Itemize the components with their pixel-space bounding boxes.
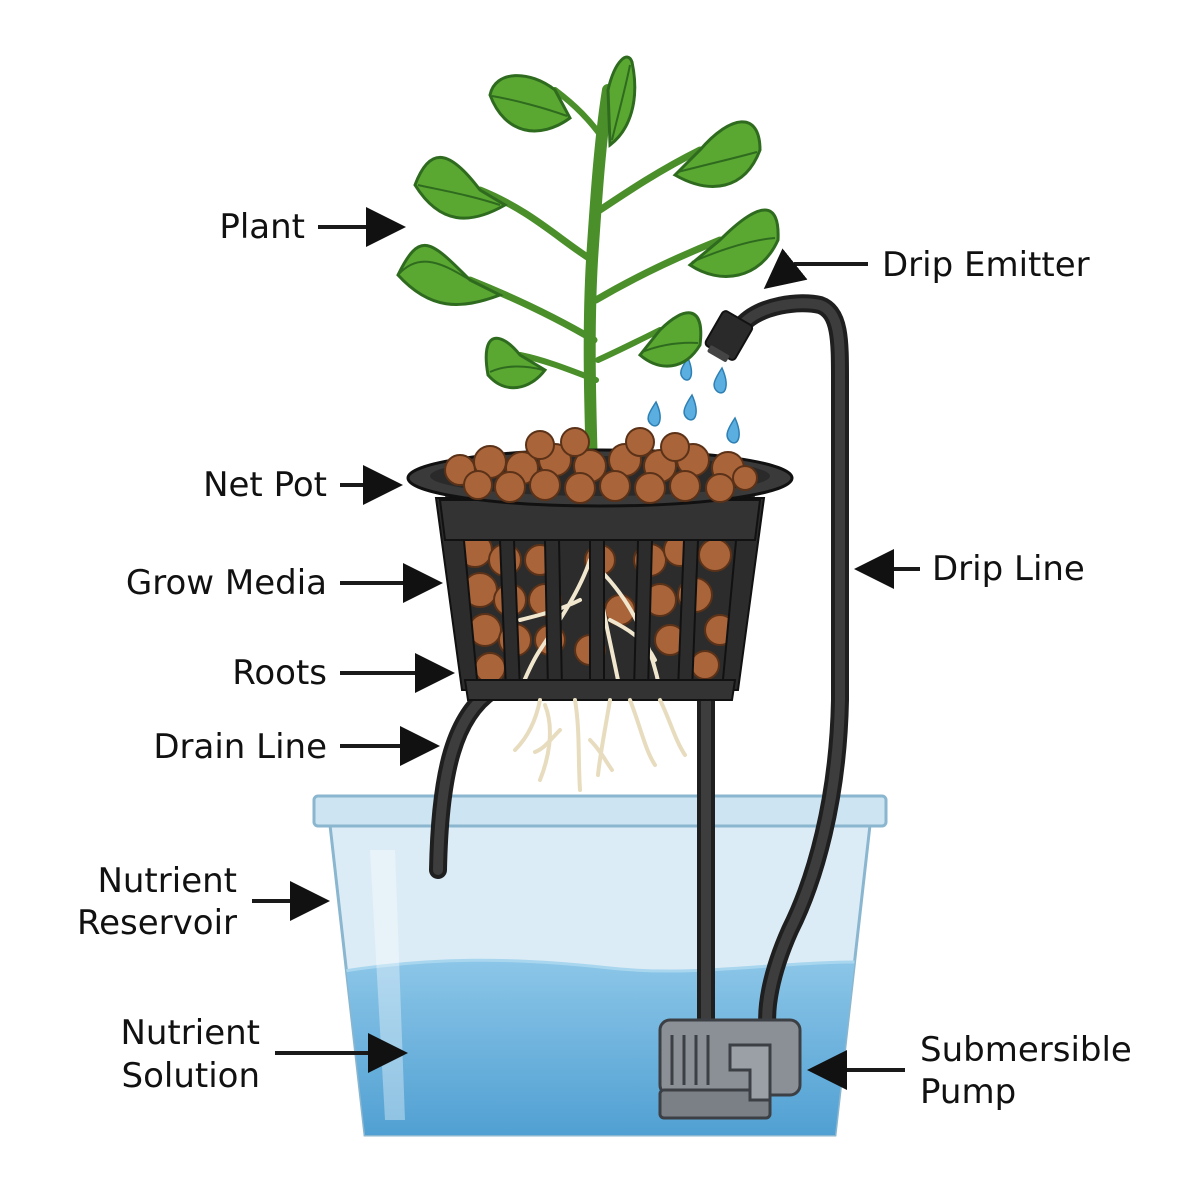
drip-emitter [704,310,754,362]
label-nutrient-reservoir-line2: Reservoir [77,903,237,943]
label-roots: Roots [232,653,455,693]
label-net-pot-text: Net Pot [203,465,327,505]
label-nutrient-solution-line1: Nutrient [120,1013,260,1053]
labels: Plant Net Pot Grow Media Roots Drain Lin… [77,207,1132,1112]
label-submersible-pump-line2: Pump [920,1072,1016,1112]
label-grow-media: Grow Media [126,563,443,603]
label-drip-line-text: Drip Line [932,549,1085,589]
submersible-pump [658,1018,802,1120]
label-nutrient-solution: Nutrient Solution [120,1013,408,1096]
leaf [396,243,504,306]
label-nutrient-reservoir-line1: Nutrient [97,861,237,901]
label-submersible-pump: Submersible Pump [807,1030,1132,1112]
label-net-pot: Net Pot [203,465,403,505]
label-roots-text: Roots [232,653,327,693]
label-drain-line-text: Drain Line [153,727,327,767]
label-plant-text: Plant [219,207,305,247]
label-plant: Plant [219,207,406,247]
label-drip-emitter: Drip Emitter [763,245,1090,289]
label-drain-line: Drain Line [153,726,440,767]
label-drip-line: Drip Line [854,549,1085,589]
label-nutrient-solution-line2: Solution [121,1056,260,1096]
drip-line [697,294,849,1039]
arrow-drip-emitter [763,248,868,289]
net-pot [406,427,794,701]
roots [513,698,687,792]
water-droplets [647,356,740,444]
label-submersible-pump-line1: Submersible [920,1030,1132,1070]
label-nutrient-reservoir: Nutrient Reservoir [77,861,330,943]
label-grow-media-text: Grow Media [126,563,327,603]
plant [396,55,780,476]
label-drip-emitter-text: Drip Emitter [882,245,1090,285]
